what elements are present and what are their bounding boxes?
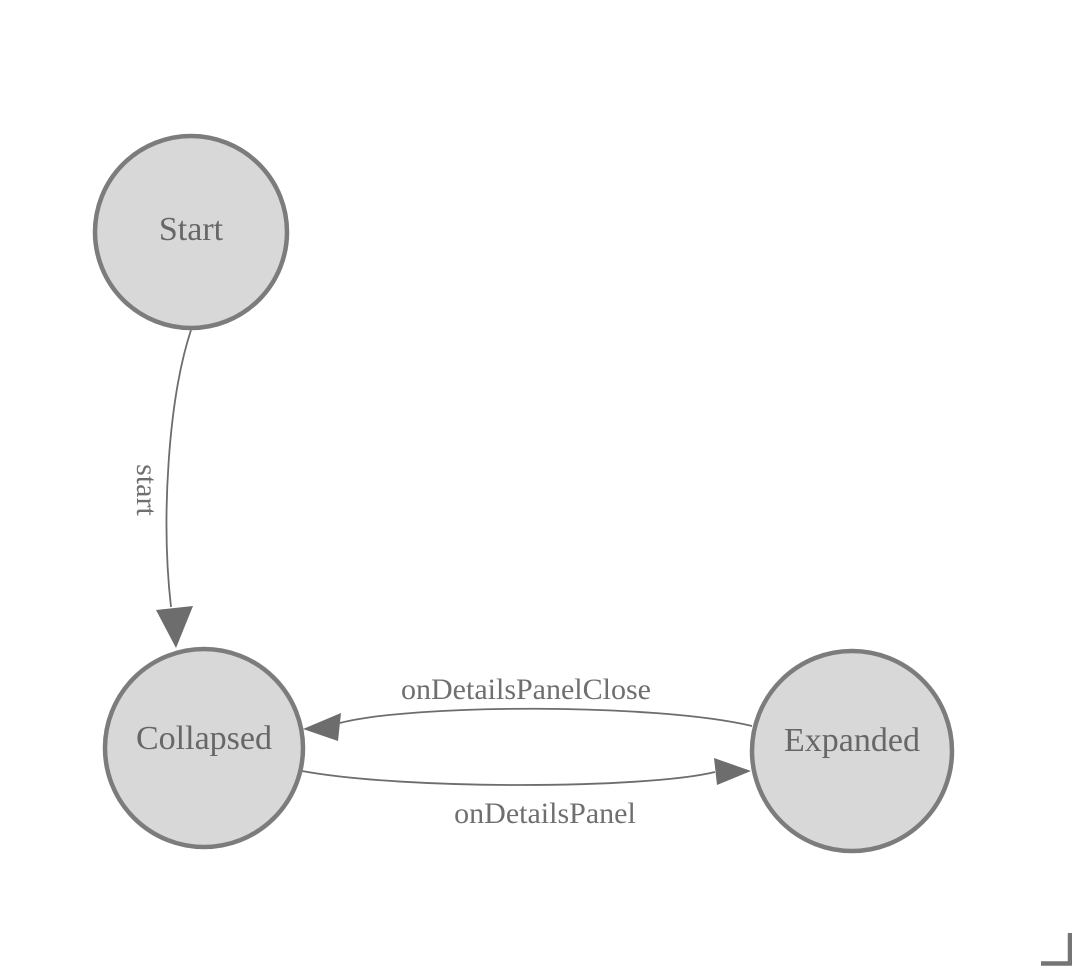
edge-start-to-collapsed <box>165 329 192 608</box>
edge-label-ondetailspanel: onDetailsPanel <box>454 797 636 830</box>
state-node-expanded-circle[interactable] <box>749 648 955 854</box>
state-node-expanded[interactable]: Expanded <box>749 648 955 854</box>
edge-label-ondetailspanelclose: onDetailsPanelClose <box>401 673 651 706</box>
edge-expanded-to-collapsed <box>339 707 753 727</box>
arrowhead-collapsed-to-expanded-icon <box>714 758 751 785</box>
canvas-corner-mark <box>1041 933 1072 966</box>
state-node-collapsed-circle[interactable] <box>102 646 306 850</box>
state-node-start-circle[interactable] <box>92 133 290 331</box>
state-node-start-label: Start <box>159 211 224 248</box>
state-node-start[interactable]: Start <box>92 133 290 331</box>
state-node-collapsed-label: Collapsed <box>136 720 272 757</box>
state-node-collapsed[interactable]: Collapsed <box>102 646 306 850</box>
edge-label-start: start <box>130 464 163 516</box>
arrowhead-start-to-collapsed-icon <box>156 606 193 648</box>
arrowhead-expanded-to-collapsed-icon <box>303 713 341 741</box>
edge-collapsed-to-expanded <box>301 770 716 786</box>
state-node-expanded-label: Expanded <box>784 722 920 759</box>
